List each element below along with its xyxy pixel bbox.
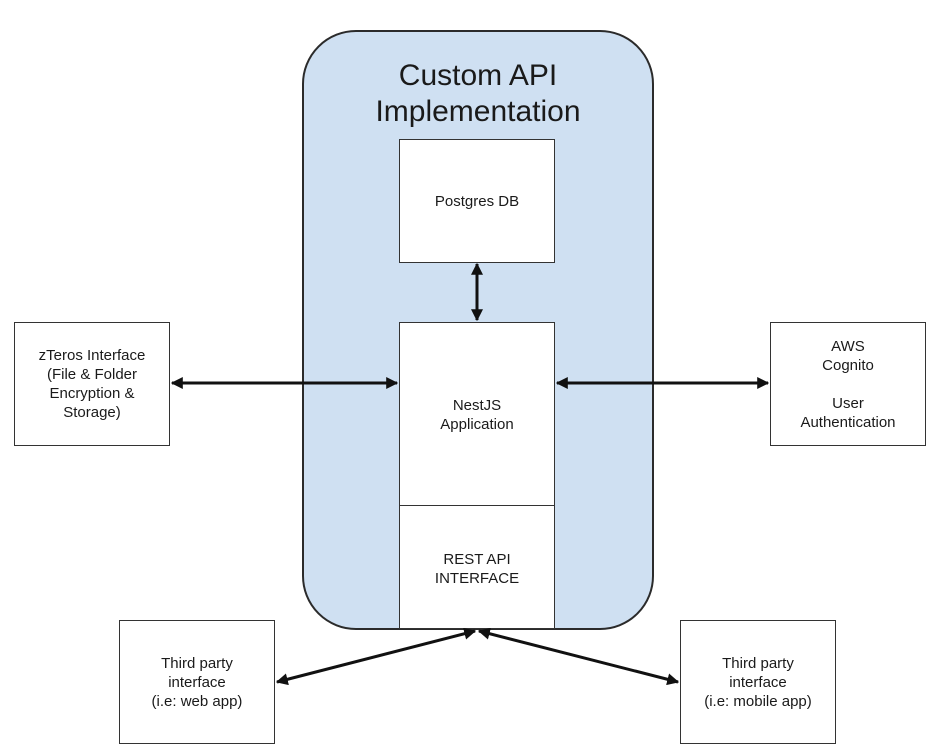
aws-cognito-label: AWS Cognito User Authentication: [800, 337, 896, 431]
nestjs-application-node: NestJS Application: [399, 322, 555, 507]
third-party-web-label: Third party interface (i.e: web app): [151, 654, 243, 710]
third-party-mobile-label: Third party interface (i.e: mobile app): [704, 654, 812, 710]
rest-api-interface-node: REST API INTERFACE: [399, 505, 555, 629]
zteros-interface-node: zTeros Interface (File & Folder Encrypti…: [14, 322, 170, 446]
container-title: Custom API Implementation: [375, 59, 581, 128]
nestjs-application-label: NestJS Application: [440, 396, 514, 433]
third-party-web-node: Third party interface (i.e: web app): [119, 620, 275, 744]
postgres-db-node: Postgres DB: [399, 139, 555, 263]
web-rest-connector: [275, 627, 477, 686]
zteros-interface-label: zTeros Interface (File & Folder Encrypti…: [38, 347, 146, 421]
aws-cognito-node: AWS Cognito User Authentication: [770, 322, 926, 446]
mobile-rest-connector: [477, 627, 680, 686]
postgres-db-label: Postgres DB: [434, 192, 520, 210]
third-party-mobile-node: Third party interface (i.e: mobile app): [680, 620, 836, 744]
rest-api-interface-label: REST API INTERFACE: [434, 551, 520, 587]
